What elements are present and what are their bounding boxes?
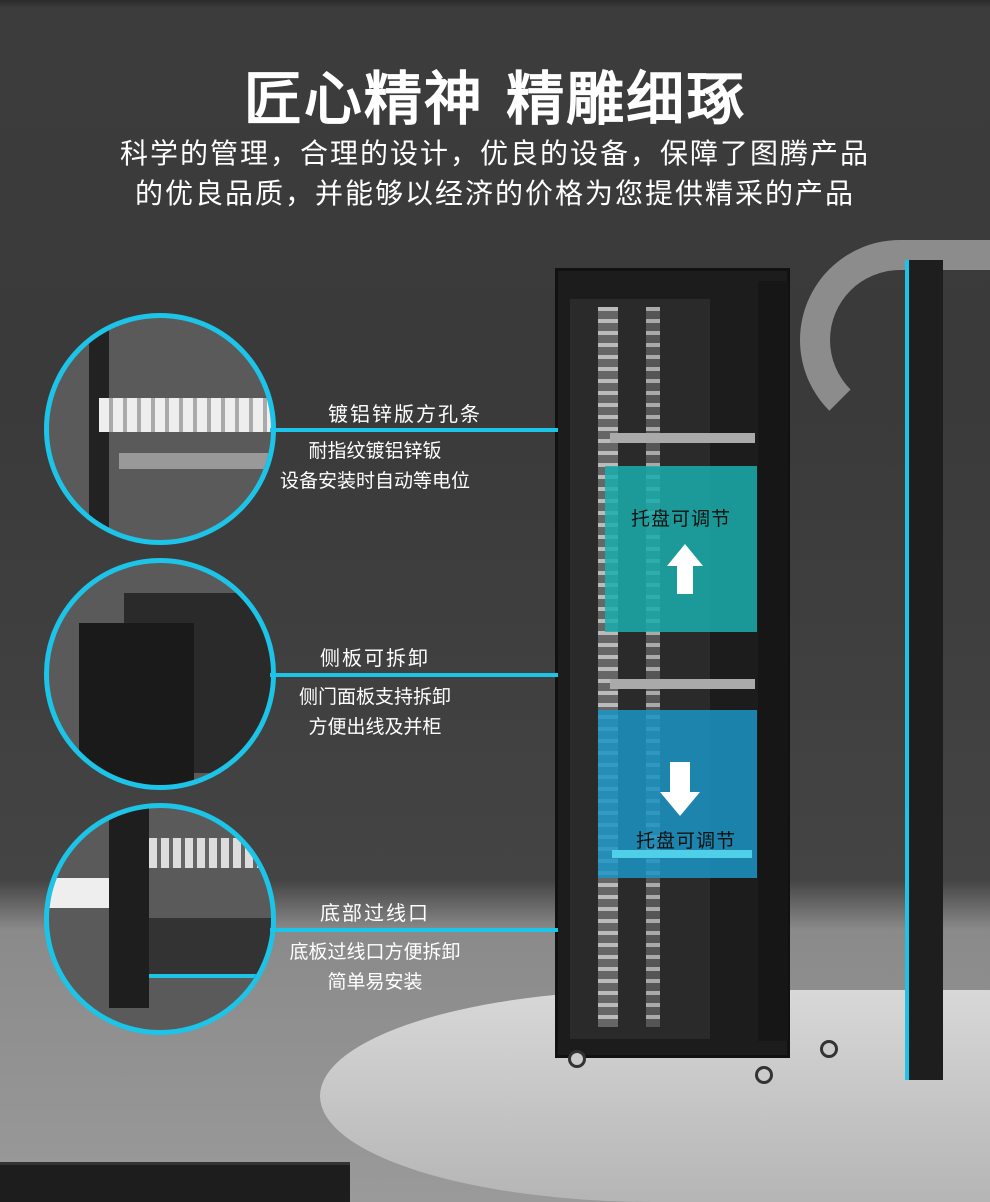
arrow-down-icon — [660, 792, 700, 816]
connector-line — [270, 673, 558, 677]
feature-3-desc-2: 简单易安装 — [327, 971, 423, 993]
feature-image-side-panel — [44, 558, 276, 790]
podium-arch — [800, 240, 990, 440]
server-cabinet — [555, 268, 790, 1058]
feature-2-desc-1: 侧门面板支持拆卸 — [298, 686, 451, 708]
next-product-top — [0, 1162, 350, 1202]
feature-2-label: 侧板可拆卸 — [320, 646, 430, 670]
tray-up-label: 托盘可调节 — [631, 508, 732, 530]
feature-3-label: 底部过线口 — [320, 901, 430, 925]
tray-down-label: 托盘可调节 — [636, 830, 737, 852]
caster — [820, 1040, 838, 1058]
tray-up-overlay: 托盘可调节 — [605, 466, 757, 632]
feature-2-desc-2: 方便出线及并柜 — [308, 716, 442, 738]
feature-image-bottom-cable — [44, 803, 276, 1035]
caster — [755, 1066, 773, 1084]
arrow-up-icon — [667, 544, 703, 566]
page-title: 匠心精神 精雕细琢 — [243, 65, 747, 133]
feature-1-desc-2: 设备安装时自动等电位 — [279, 470, 470, 492]
feature-1-label: 镀铝锌版方孔条 — [328, 402, 482, 426]
feature-image-rail — [44, 313, 276, 545]
connector-line — [270, 928, 558, 932]
tray-down-overlay: 托盘可调节 — [598, 710, 757, 878]
feature-1-desc-1: 耐指纹镀铝锌钣 — [308, 440, 442, 462]
subtitle-line-2: 的优良品质，并能够以经济的价格为您提供精采的产品 — [134, 177, 855, 210]
caster — [568, 1050, 586, 1068]
connector-line — [270, 428, 558, 432]
subtitle-line-1: 科学的管理，合理的设计，优良的设备，保障了图腾产品 — [119, 137, 870, 170]
feature-3-desc-1: 底板过线口方便拆卸 — [289, 941, 461, 963]
cabinet-door — [905, 260, 943, 1080]
